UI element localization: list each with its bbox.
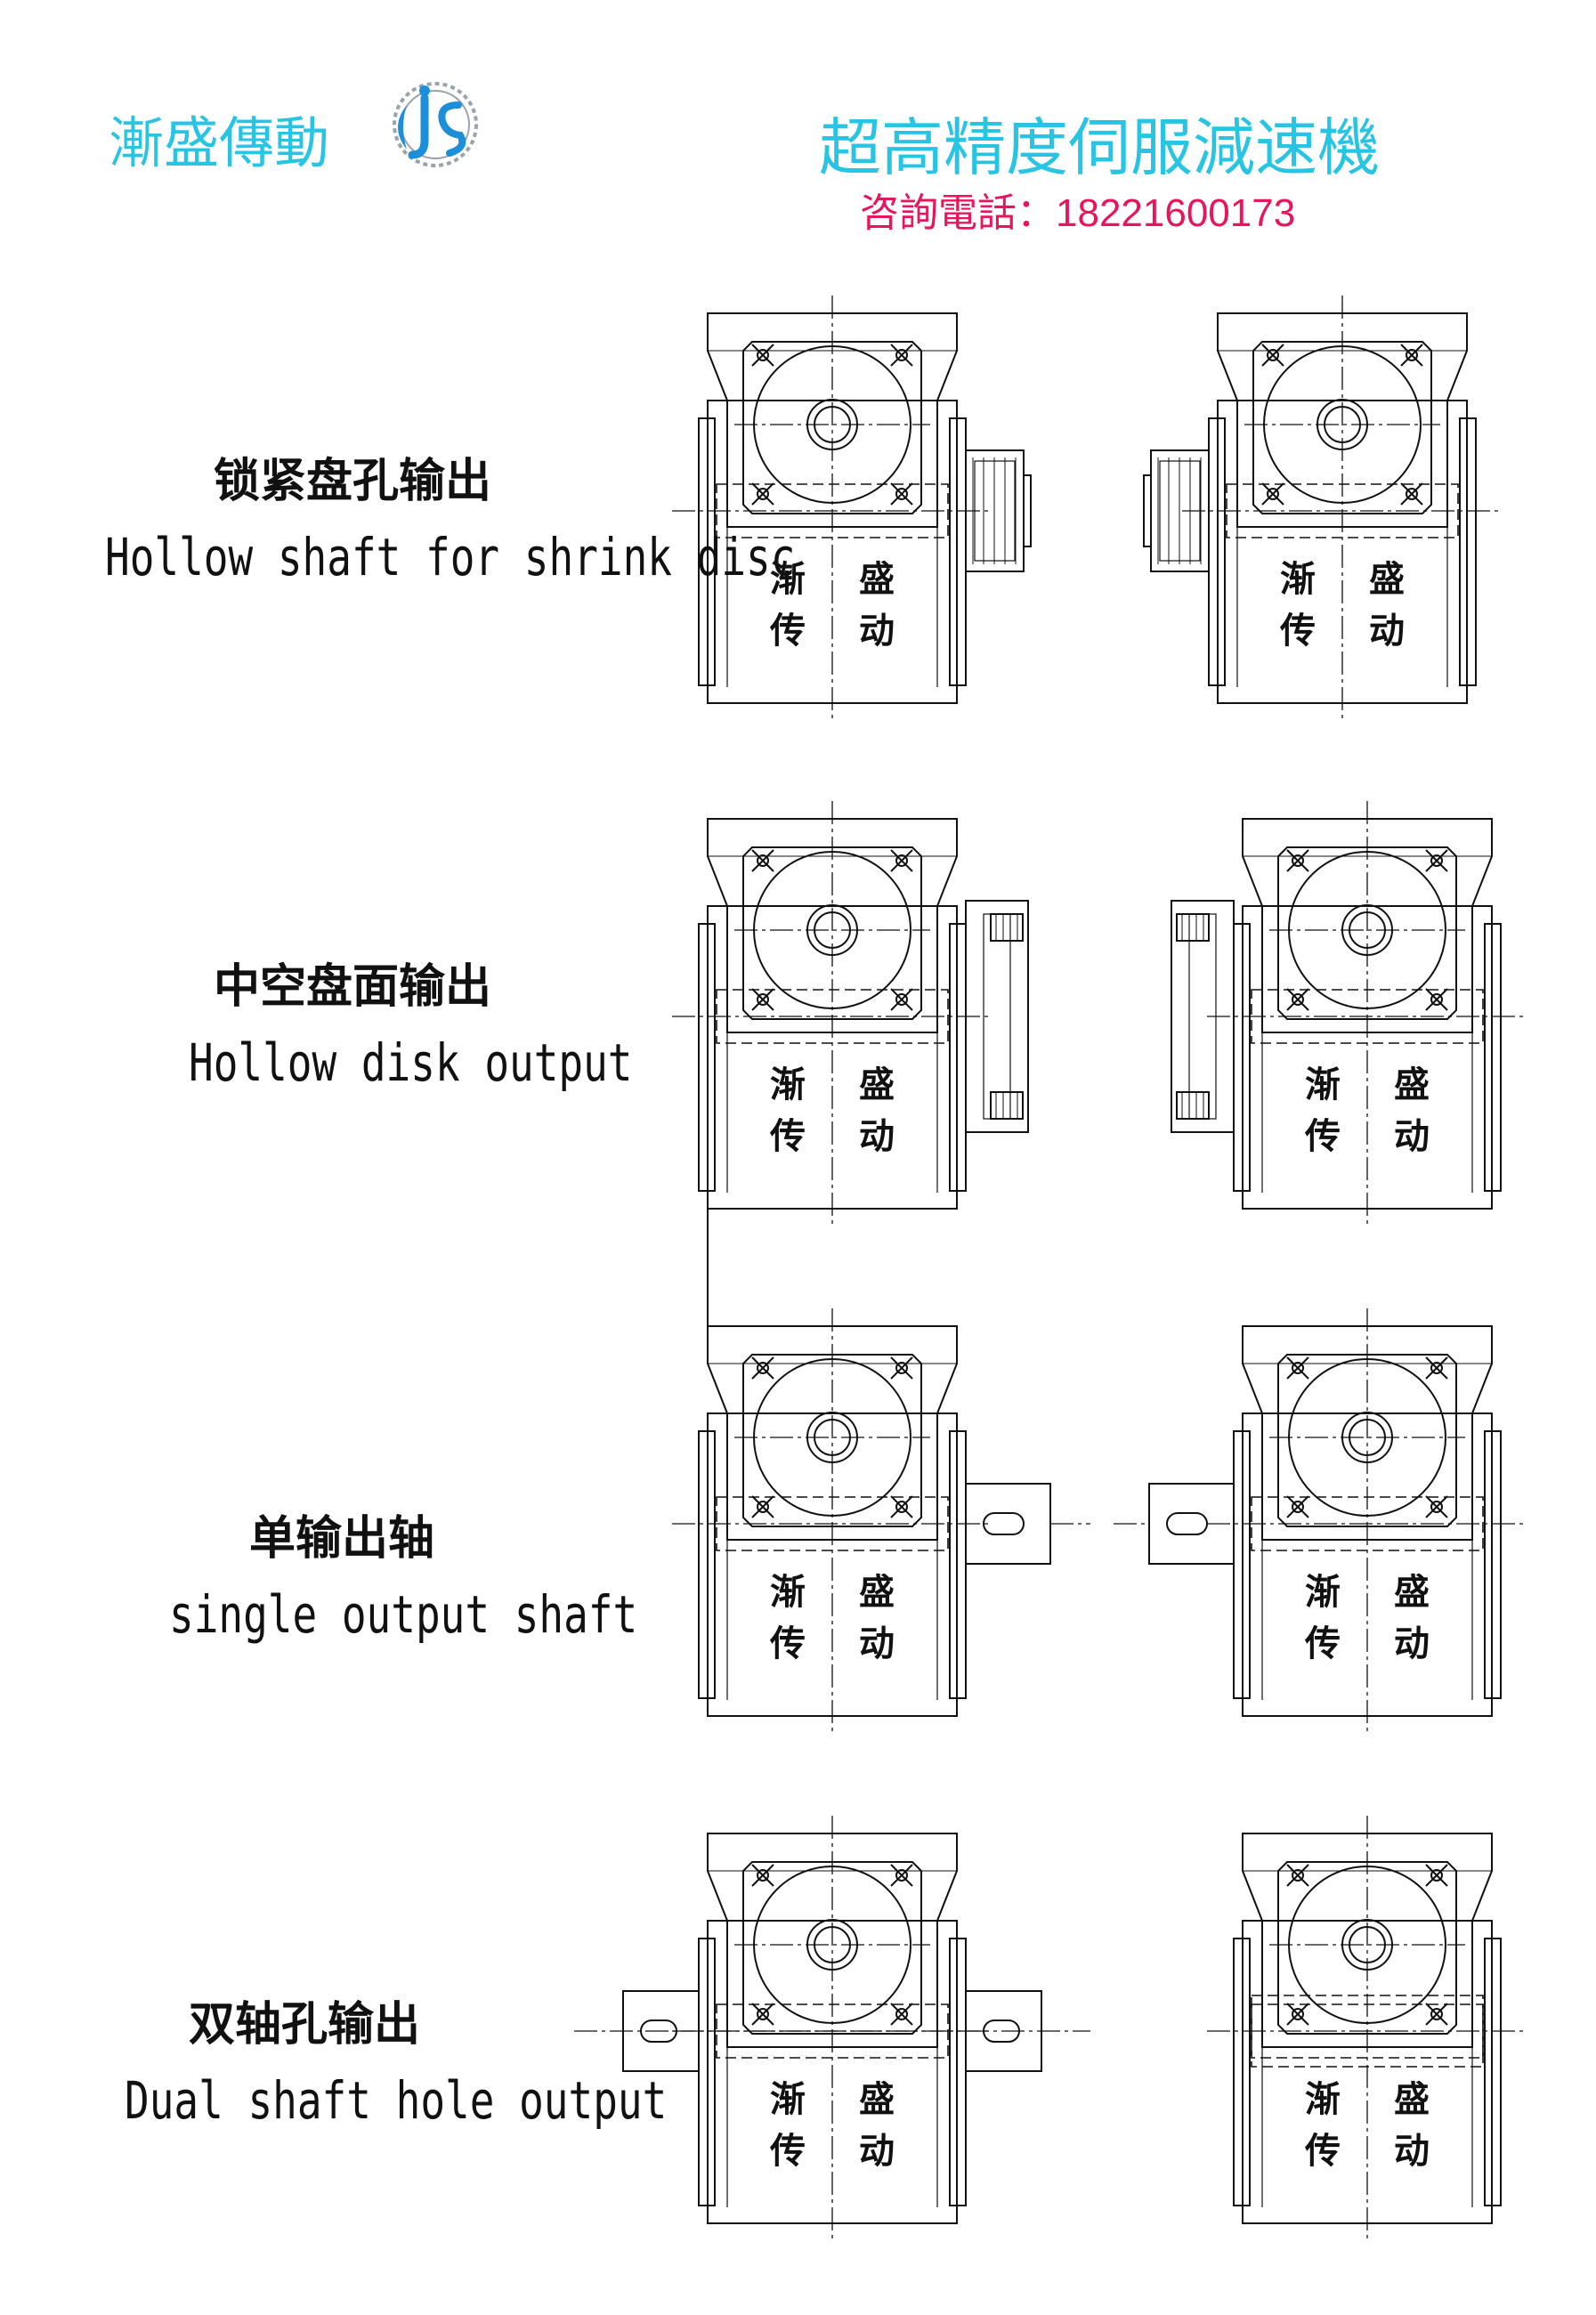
housing-mark: 渐 [1305,1572,1341,1613]
housing-mark: 渐 [1280,559,1316,600]
gearbox-view: 渐 盛传 动 [672,295,1032,721]
housing-mark: 传 [1279,611,1316,652]
section-title-en: single output shaft [169,1584,638,1645]
housing-mark: 盛 [859,1064,895,1105]
housing-mark: 盛 [859,559,895,600]
gearbox-view: 渐 盛传 动 [1207,1816,1527,2241]
housing-mark: 动 [1394,1623,1430,1664]
gearbox-view: 渐 盛传 动 [672,1308,1090,1734]
housing-mark: 渐 [770,1064,806,1105]
brand-logo-icon [393,82,478,167]
section-title-en: Hollow disk output [189,1032,633,1093]
gearbox-view: 渐 盛传 动 [1171,801,1527,1226]
housing-mark: 传 [769,611,806,652]
housing-mark: 传 [769,2131,806,2172]
housing-mark: 盛 [1369,559,1405,600]
gearbox-view: 渐 盛传 动 [1114,1308,1527,1734]
housing-mark: 盛 [1394,1572,1430,1613]
housing-mark: 盛 [1394,1064,1430,1105]
housing-mark: 盛 [1394,2079,1430,2120]
housing-mark: 渐 [1305,1064,1341,1105]
gearbox-view: 渐 盛传 动 [672,801,1029,1226]
section-title-cn: 单输出轴 [249,1512,435,1566]
section-title-cn: 双轴孔输出 [189,1998,421,2052]
housing-mark: 传 [1304,1623,1341,1664]
section-title-en: Dual shaft hole output [125,2070,668,2131]
housing-mark: 动 [1369,611,1405,652]
housing-mark: 动 [859,2131,895,2172]
housing-mark: 传 [1304,1116,1341,1157]
housing-mark: 渐 [1305,2079,1341,2120]
housing-mark: 动 [1394,1116,1430,1157]
housing-mark: 动 [859,1623,895,1664]
housing-mark: 动 [859,1116,895,1157]
housing-mark: 盛 [859,1572,895,1613]
section-title-en: Hollow shaft for shrink disc [105,527,796,587]
gearbox-view: 渐 盛传 动 [1143,295,1503,721]
housing-mark: 传 [769,1116,806,1157]
hotline: 咨詢電話：18221600173 [860,181,1295,238]
housing-mark: 动 [1394,2131,1430,2172]
brand-name: 漸盛傳動 [109,110,330,175]
hotline-label: 咨詢電話： [860,191,1056,235]
housing-mark: 传 [1304,2131,1341,2172]
housing-mark: 动 [859,611,895,652]
section-title-cn: 锁紧盘孔输出 [214,455,492,508]
housing-mark: 渐 [770,2079,806,2120]
hotline-number: 18221600173 [1056,191,1296,235]
housing-mark: 渐 [770,1572,806,1613]
housing-mark: 盛 [859,2079,895,2120]
section-title-cn: 中空盘面输出 [214,960,492,1014]
housing-mark: 渐 [770,559,806,600]
product-title: 超高精度伺服減速機 [819,111,1380,184]
gearbox-view: 渐 盛传 动 [574,1816,1090,2241]
housing-mark: 传 [769,1623,806,1664]
